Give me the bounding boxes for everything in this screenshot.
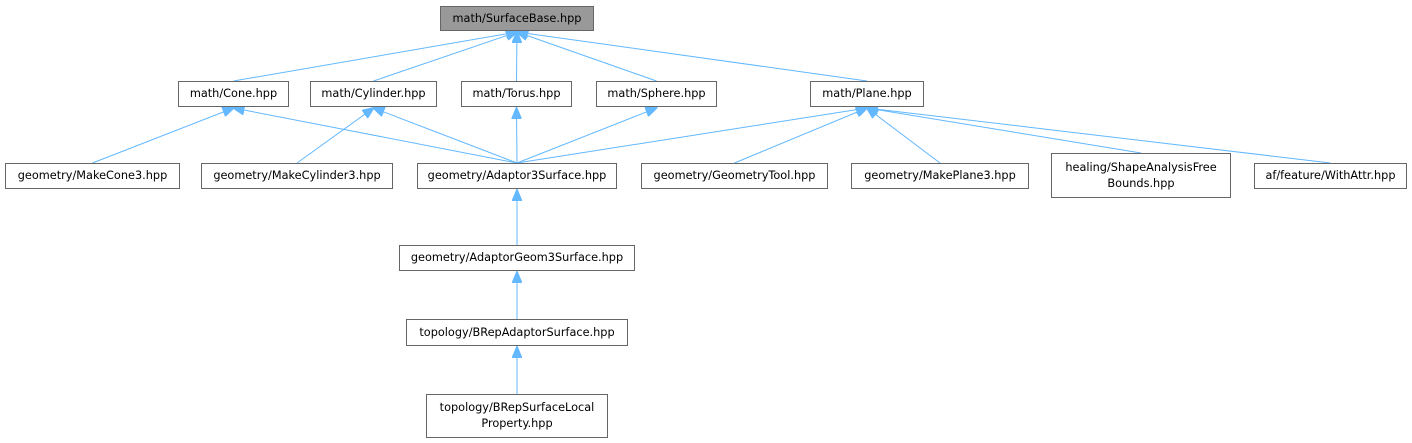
edge-makecylinder3-to-cylinder [296, 108, 374, 164]
edge-adaptor3surface-to-torus [517, 108, 518, 164]
node-label-line2: Bounds.hpp [1107, 176, 1175, 190]
node-plane[interactable]: math/Plane.hpp [810, 81, 924, 107]
node-torus[interactable]: math/Torus.hpp [461, 81, 572, 107]
edge-torus-to-surfacebase [517, 32, 518, 82]
node-label: geometry/AdaptorGeom3Surface.hpp [410, 251, 624, 264]
node-geometrytool[interactable]: geometry/GeometryTool.hpp [641, 163, 828, 189]
edge-geometrytool-to-plane [734, 108, 868, 164]
node-label: geometry/GeometryTool.hpp [653, 169, 816, 182]
edge-sphere-to-surfacebase [517, 32, 657, 82]
node-cylinder[interactable]: math/Cylinder.hpp [310, 81, 437, 107]
node-makecone3[interactable]: geometry/MakeCone3.hpp [5, 163, 180, 189]
edge-withattr-to-plane [867, 108, 1331, 164]
node-makeplane3[interactable]: geometry/MakePlane3.hpp [851, 163, 1029, 189]
edge-makeplane3-to-plane [867, 108, 941, 164]
node-label: math/Cone.hpp [189, 87, 278, 100]
edge-adaptor3surface-to-cylinder [374, 108, 518, 164]
node-brepsurfacelocalproperty[interactable]: topology/BRepSurfaceLocal Property.hpp [426, 394, 608, 438]
node-adaptorgeom3surface[interactable]: geometry/AdaptorGeom3Surface.hpp [399, 245, 635, 271]
edge-plane-to-surfacebase [517, 32, 868, 82]
node-shapeanalysisfreebounds[interactable]: healing/ShapeAnalysisFree Bounds.hpp [1051, 153, 1231, 198]
node-label: math/SurfaceBase.hpp [452, 11, 582, 25]
node-surfacebase: math/SurfaceBase.hpp [440, 6, 594, 31]
node-label: geometry/MakeCylinder3.hpp [213, 169, 381, 182]
edge-cylinder-to-surfacebase [373, 32, 518, 82]
node-adaptor3surface[interactable]: geometry/Adaptor3Surface.hpp [417, 163, 617, 189]
node-label: math/Cylinder.hpp [321, 87, 426, 100]
edge-makecone3-to-cone [92, 108, 234, 164]
node-label: math/Plane.hpp [822, 87, 912, 100]
edge-cone-to-surfacebase [233, 32, 518, 82]
edge-adaptor3surface-to-cone [234, 108, 518, 164]
node-brepadaptorsurface[interactable]: topology/BRepAdaptorSurface.hpp [406, 319, 628, 346]
node-makecylinder3[interactable]: geometry/MakeCylinder3.hpp [201, 163, 393, 189]
node-label: geometry/Adaptor3Surface.hpp [427, 169, 607, 182]
node-label: geometry/MakeCone3.hpp [17, 169, 168, 182]
node-label-line1: healing/ShapeAnalysisFree [1065, 160, 1217, 174]
node-label: topology/BRepAdaptorSurface.hpp [419, 325, 615, 339]
node-label: geometry/MakePlane3.hpp [864, 169, 1016, 182]
node-label-line2: Property.hpp [481, 417, 553, 430]
node-withattr[interactable]: af/feature/WithAttr.hpp [1254, 163, 1407, 189]
node-sphere[interactable]: math/Sphere.hpp [596, 81, 717, 107]
node-label: af/feature/WithAttr.hpp [1265, 169, 1396, 182]
node-cone[interactable]: math/Cone.hpp [178, 81, 289, 107]
edge-shapeanalysis-to-plane [867, 108, 1142, 154]
node-label: math/Torus.hpp [472, 87, 561, 100]
node-label: math/Sphere.hpp [607, 87, 706, 100]
edge-adaptor3surface-to-sphere [516, 108, 657, 164]
node-label-line1: topology/BRepSurfaceLocal [439, 401, 595, 414]
edge-adaptor3surface-to-plane [516, 108, 867, 164]
